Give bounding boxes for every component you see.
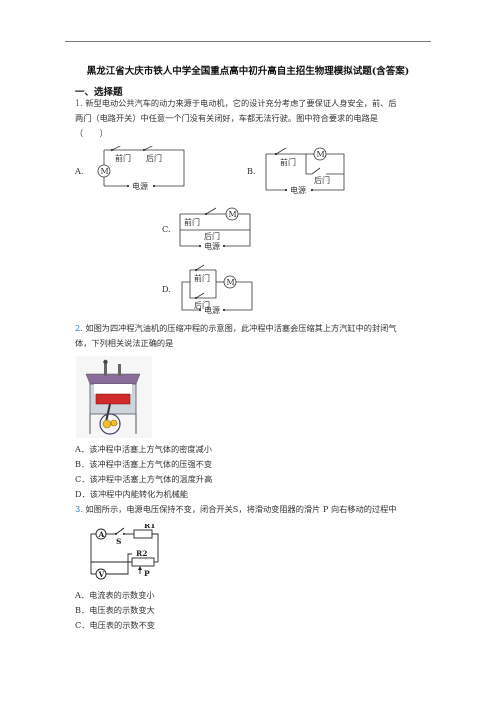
q1-option-c-label: C. (162, 224, 171, 234)
r1-label: R1 (144, 524, 155, 530)
q2-line-2: 体，下列相关说法正确的是 (75, 338, 174, 348)
q3-number: 3. (75, 504, 83, 514)
q1-line-2: 两门（电路开关）中任意一个门没有关闭好，车都无法行驶。图中符合要求的电路是 (75, 113, 378, 123)
header-rule (65, 41, 431, 42)
q2-option-a: A．该冲程中活塞上方气体的密度减小 (75, 444, 212, 454)
q1-circuit-b: M 前门 后门 电源 (265, 147, 345, 195)
front-door-label: 前门 (184, 217, 200, 227)
engine-cylinder-illustration (76, 356, 152, 438)
q1-option-d-label: D. (162, 284, 171, 294)
switch-label: S (116, 537, 121, 546)
q1-circuit-d: M 前门 后门 电源 (181, 264, 253, 314)
q3-circuit-diagram: A V R1 R2 S P (90, 524, 159, 580)
q1-option-b-label: B. (247, 166, 256, 176)
q2-option-d: D．该冲程中内能转化为机械能 (75, 489, 189, 499)
section-heading: 一、选择题 (75, 87, 123, 98)
power-label: 电源 (204, 241, 220, 251)
power-label: 电源 (290, 185, 306, 195)
r2-label: R2 (136, 549, 147, 558)
motor-label: M (229, 210, 237, 219)
front-door-label: 前门 (115, 153, 131, 163)
power-label: 电源 (204, 305, 220, 314)
voltmeter-label: V (98, 570, 105, 579)
back-door-label: 后门 (146, 153, 162, 163)
q1-line-3: （ ） (75, 128, 108, 138)
back-door-label: 后门 (194, 300, 210, 310)
q3-option-b: B．电压表的示数变大 (75, 605, 155, 615)
page-title: 黑龙江省大庆市铁人中学全国重点高中初升高自主招生物理模拟试题(含答案) (86, 66, 410, 77)
motor-label: M (101, 167, 109, 176)
q1-option-a-label: A. (75, 166, 84, 176)
front-door-label: 前门 (280, 157, 296, 167)
front-door-label: 前门 (194, 273, 210, 283)
q2-number: 2. (75, 323, 83, 333)
q3-option-a: A．电流表的示数变小 (75, 590, 155, 600)
power-label: 电源 (132, 181, 148, 191)
q2-line-1: 2. 如图为四冲程汽油机的压缩冲程的示意图，此冲程中活塞会压缩其上方汽缸中的封闭… (75, 323, 397, 333)
q1-line-1: 1. 新型电动公共汽车的动力来源于电动机，它的设计充分考虑了要保证人身安全，前、… (75, 98, 397, 108)
q2-option-c: C．该冲程中活塞上方气体的温度升高 (75, 474, 213, 484)
ammeter-label: A (98, 530, 105, 539)
q1-number: 1. (75, 98, 83, 108)
back-door-label: 后门 (204, 231, 220, 241)
q3-option-c: C．电压表的示数不变 (75, 620, 155, 630)
q3-line-1: 3. 如图所示，电源电压保持不变，闭合开关S，将滑动变阻器的滑片 P 向右移动的… (75, 504, 397, 514)
q1-circuit-a: M 前门 后门 电源 (97, 146, 185, 191)
q1-circuit-c: M 前门 后门 电源 (179, 207, 251, 251)
back-door-label: 后门 (314, 175, 330, 185)
q2-option-b: B．该冲程中活塞上方气体的压强不变 (75, 459, 213, 469)
motor-label: M (317, 150, 325, 159)
motor-label: M (227, 278, 235, 287)
slider-label: P (144, 569, 150, 578)
